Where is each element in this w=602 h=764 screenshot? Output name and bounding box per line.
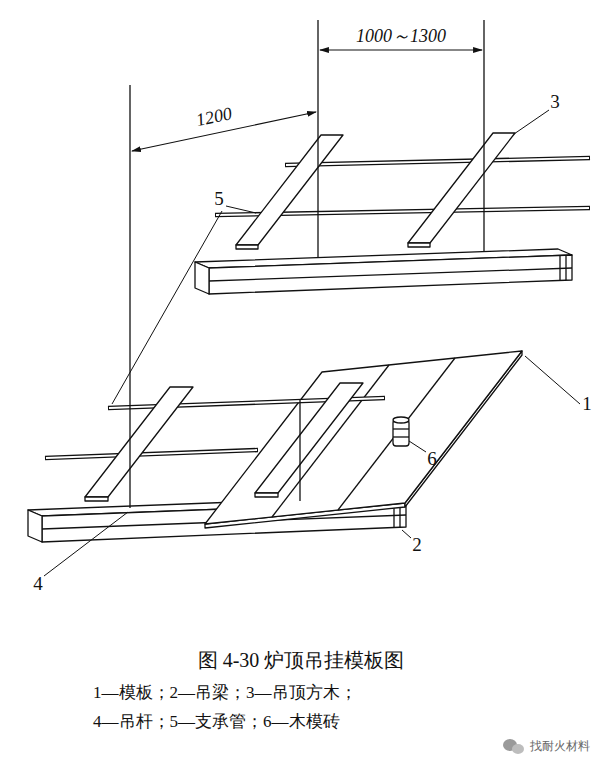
dimension-text: 1200 xyxy=(194,103,234,131)
watermark-icon xyxy=(503,739,524,754)
wood-mould-brick xyxy=(393,417,409,446)
ceiling-timber xyxy=(236,133,515,249)
callout-number: 2 xyxy=(412,534,422,556)
figure-caption: 图 4-30 炉顶吊挂模板图 xyxy=(198,649,405,672)
formwork-plate xyxy=(205,351,522,528)
ceiling-timber xyxy=(85,383,363,501)
callout-number: 5 xyxy=(214,188,224,210)
callout-number: 6 xyxy=(427,448,437,470)
legend-text: 1—模板；2—吊梁；3—吊顶方木； xyxy=(93,683,357,703)
legend-text: 4—吊杆；5—支承管；6—木模砖 xyxy=(93,712,340,732)
dimension-text: 1000～1300 xyxy=(356,26,446,47)
callout-number: 4 xyxy=(33,573,43,595)
hanger-rod xyxy=(318,20,484,258)
watermark-text: 找耐火材料 xyxy=(530,740,590,754)
callout-number: 1 xyxy=(582,393,592,415)
hanger-rod xyxy=(130,85,300,508)
callout-number: 3 xyxy=(550,91,560,113)
hanging-beam xyxy=(195,249,572,294)
dimension-line xyxy=(132,50,482,151)
leader-line xyxy=(44,110,580,576)
